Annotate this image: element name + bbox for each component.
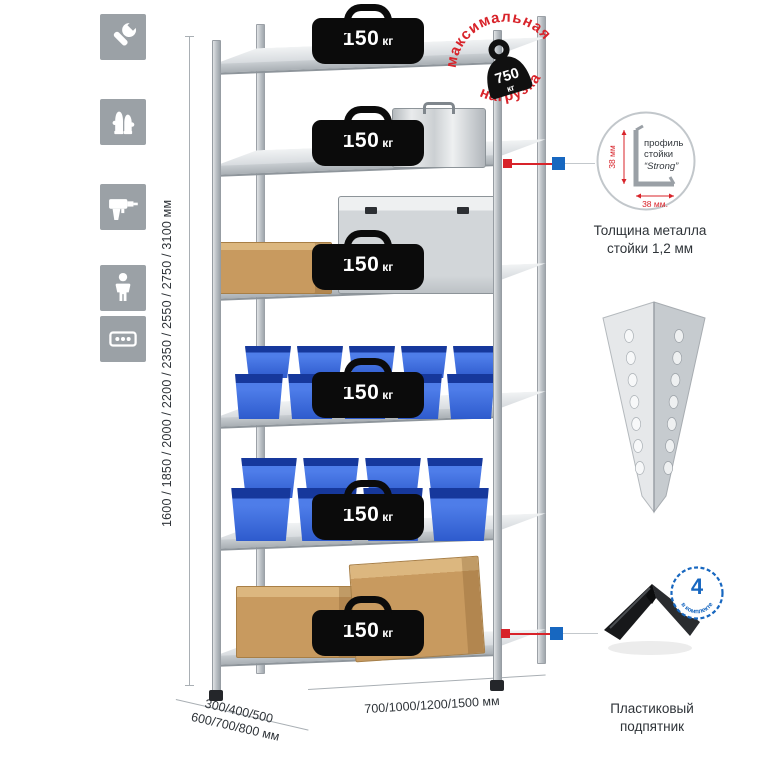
depth-dimensions-label: 300/400/500 600/700/800 мм bbox=[160, 688, 313, 752]
wrench-icon bbox=[100, 14, 146, 60]
plastic-foot-figure bbox=[604, 584, 700, 655]
connector-line bbox=[563, 633, 598, 634]
connector-line-red bbox=[510, 633, 550, 635]
width-dimensions-label: 700/1000/1200/1500 мм bbox=[364, 693, 500, 717]
person-icon bbox=[100, 265, 146, 311]
badge-number: 4 bbox=[691, 574, 704, 599]
shelf-load-value: 150 bbox=[342, 27, 380, 50]
foot-caption-line1: Пластиковый bbox=[610, 701, 694, 716]
post-foot-right bbox=[490, 680, 504, 691]
profile-label-1: профиль bbox=[644, 138, 683, 149]
foot-marker-blue bbox=[550, 627, 563, 640]
shelf-load-badge: 150 кг bbox=[312, 18, 424, 64]
perforation-holes-right bbox=[663, 329, 684, 475]
height-dimensions-label: 1600 / 1850 / 2000 / 2200 / 2350 / 2550 … bbox=[160, 199, 174, 527]
storage-bin bbox=[244, 346, 292, 378]
shelf-load-badge: 150 кг bbox=[312, 372, 424, 418]
height-dimension-line bbox=[185, 36, 194, 686]
post-marker-blue bbox=[552, 157, 565, 170]
profile-dim-vertical: 38 мм bbox=[607, 145, 617, 169]
shelf-load-value: 150 bbox=[342, 503, 380, 526]
post-foot-left bbox=[209, 690, 223, 701]
shelf-load-unit: кг bbox=[382, 626, 394, 640]
post-marker-red bbox=[503, 159, 512, 168]
gloves-glyph bbox=[112, 111, 135, 135]
angle-profile-drawing bbox=[633, 130, 674, 187]
profile-label-3: “Strong” bbox=[644, 161, 679, 172]
profile-caption-line2: стойки 1,2 мм bbox=[606, 240, 694, 256]
person-glyph bbox=[115, 272, 131, 302]
post-profile-figure: 38 мм 38 мм. профиль стойки “Strong” bbox=[596, 111, 696, 211]
profile-caption-line1: Толщина металла bbox=[593, 223, 707, 238]
perforation-holes-left bbox=[624, 329, 645, 475]
storage-bin bbox=[429, 488, 489, 541]
fasteners-icon bbox=[100, 316, 146, 362]
profile-caption: Толщина металла стойки 1,2 мм bbox=[582, 222, 718, 257]
shelf-load-value: 150 bbox=[342, 619, 380, 642]
connector-line-red bbox=[512, 163, 552, 165]
shelf-load-badge: 150 кг bbox=[312, 244, 424, 290]
profile-dim-horizontal: 38 мм. bbox=[642, 199, 668, 209]
drill-glyph bbox=[109, 199, 138, 221]
stamp-value: 750 bbox=[493, 65, 521, 87]
width-dimension-line bbox=[308, 674, 546, 690]
rack-post-front-left bbox=[212, 40, 221, 697]
wrench-glyph bbox=[113, 19, 139, 46]
shelf-load-unit: кг bbox=[382, 136, 394, 150]
gloves-icon bbox=[100, 99, 146, 145]
kettlebell-icon bbox=[487, 39, 533, 99]
storage-bin bbox=[231, 488, 291, 541]
shelf-load-unit: кг bbox=[382, 510, 394, 524]
stamp-unit: кг bbox=[506, 82, 517, 94]
fasteners-glyph bbox=[109, 331, 137, 347]
storage-bin bbox=[235, 374, 283, 419]
storage-bin bbox=[447, 374, 495, 419]
shelf-load-unit: кг bbox=[382, 34, 394, 48]
included-count-badge: 4 в комплекте bbox=[670, 566, 724, 620]
foot-caption-line2: подпятник bbox=[619, 718, 685, 734]
shelf-load-badge: 150 кг bbox=[312, 120, 424, 166]
shelf-load-value: 150 bbox=[342, 381, 380, 404]
shelf-load-badge: 150 кг bbox=[312, 610, 424, 656]
drill-icon bbox=[100, 184, 146, 230]
profile-label-2: стойки bbox=[644, 149, 673, 160]
corner-post-figure bbox=[602, 301, 706, 514]
rack-post-back-right bbox=[537, 16, 546, 664]
shelf-load-unit: кг bbox=[382, 260, 394, 274]
shelf-load-unit: кг bbox=[382, 388, 394, 402]
shelf-load-value: 150 bbox=[342, 253, 380, 276]
storage-bin bbox=[452, 346, 500, 378]
foot-marker-red bbox=[501, 629, 510, 638]
connector-line bbox=[565, 163, 595, 164]
shelf-load-badge: 150 кг bbox=[312, 494, 424, 540]
shelf-load-value: 150 bbox=[342, 129, 380, 152]
foot-caption: Пластиковый подпятник bbox=[584, 700, 720, 735]
